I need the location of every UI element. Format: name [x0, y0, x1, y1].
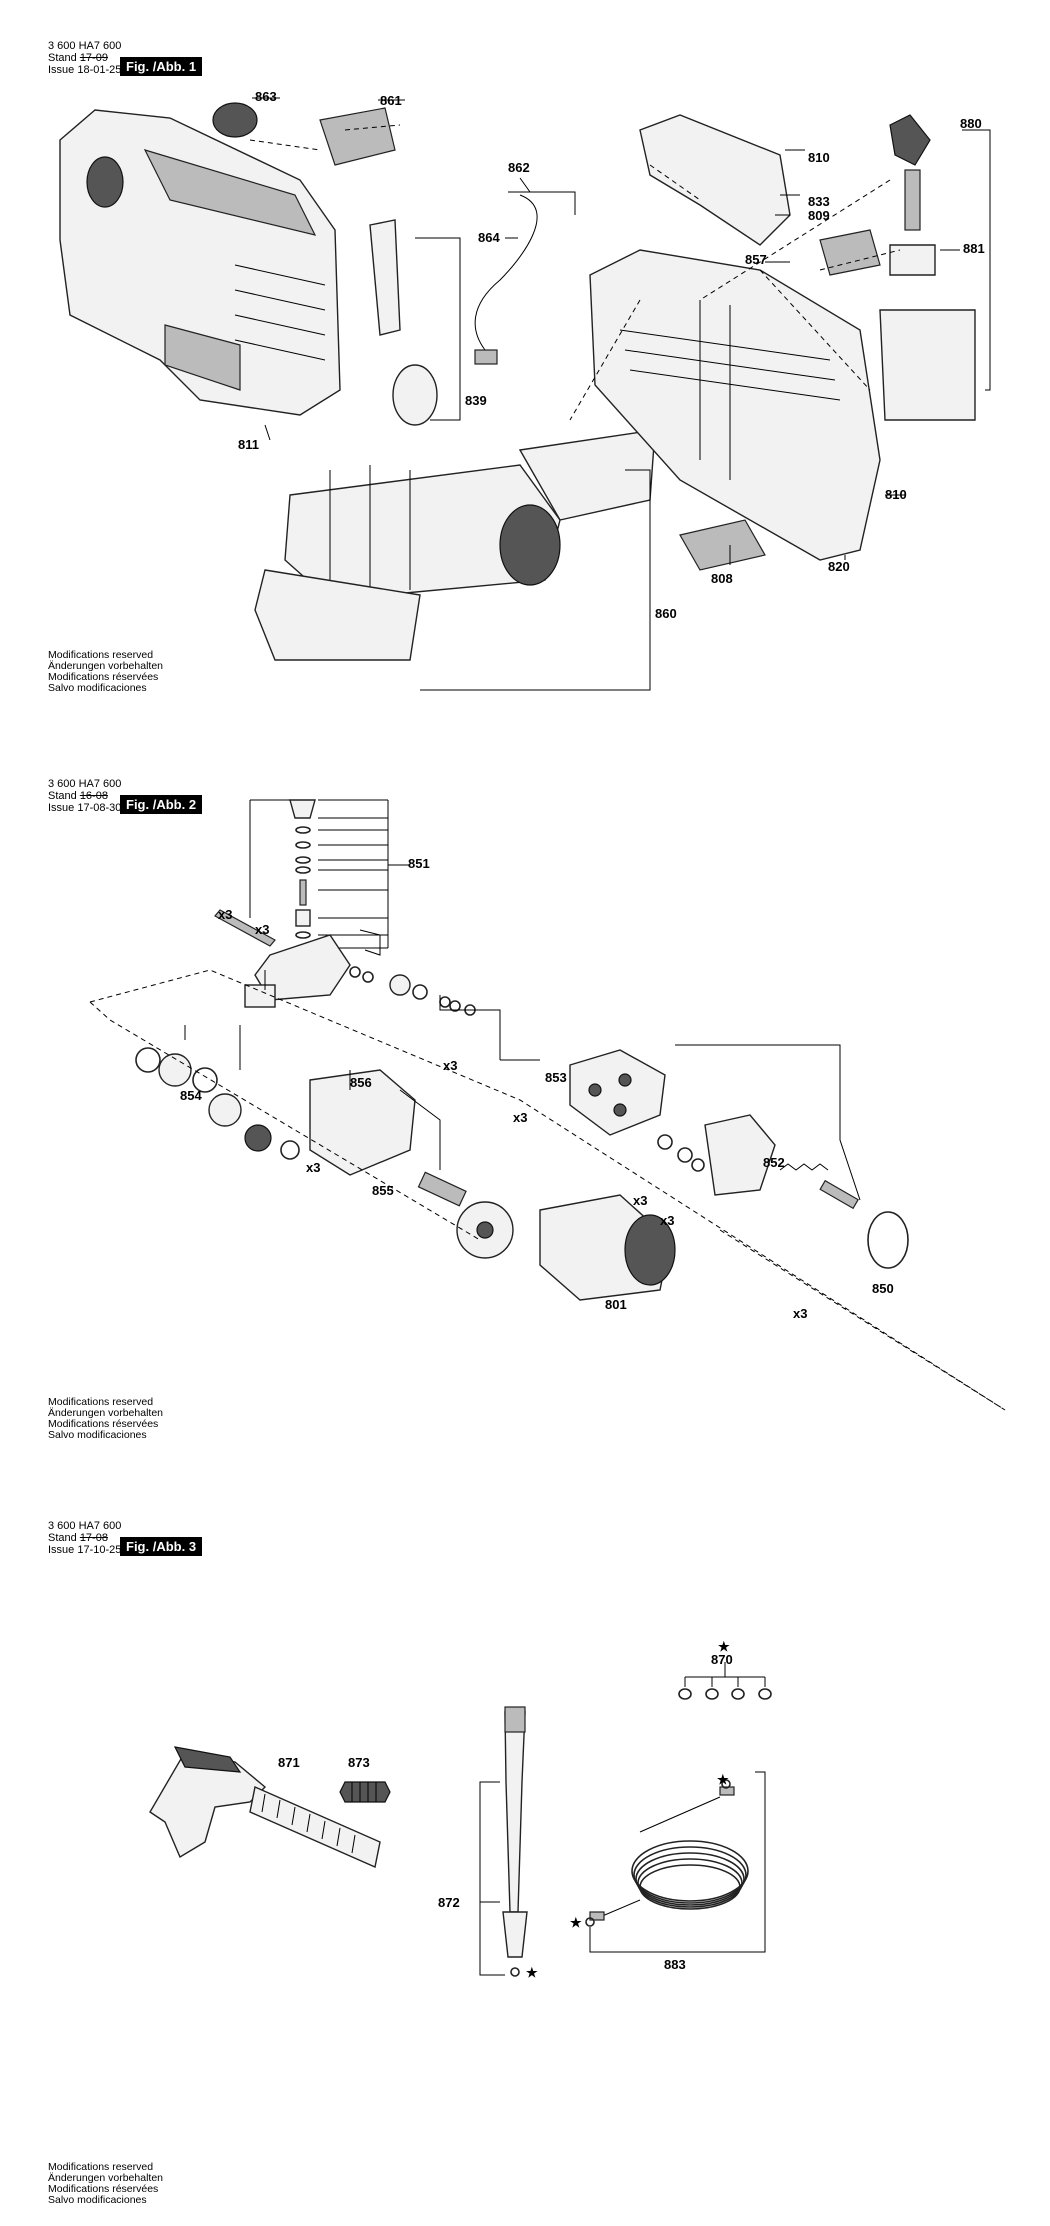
star-mark: ★ [718, 1639, 730, 1654]
figure-label: Fig. /Abb. 2 [120, 795, 203, 814]
part-label: 833 [808, 194, 830, 209]
part-label: 809 [808, 208, 830, 223]
issue-value: 17-08-30 [77, 802, 122, 814]
stand-label: Stand [48, 52, 77, 64]
part-label: 860 [655, 606, 677, 621]
part-label: 871 [278, 1755, 300, 1770]
quantity-multiplier: x3 [306, 1160, 321, 1175]
sheet-header: 3 600 HA7 600 Stand 16-08 Issue 17-08-30 [48, 778, 121, 814]
part-label: 852 [763, 1155, 785, 1170]
star-mark: ★ [717, 1772, 729, 1787]
part-label: 857 [745, 252, 767, 267]
quantity-multiplier: x3 [513, 1110, 528, 1125]
issue-value: 17-10-25 [77, 1544, 122, 1556]
doc-number: 3 600 HA7 600 [48, 778, 122, 790]
sheet-3: 3 600 HA7 600 Stand 17-08 Issue 17-10-25… [0, 1512, 1050, 2226]
part-label: 862 [508, 160, 530, 175]
part-label: 863 [255, 89, 277, 104]
quantity-multiplier: x3 [443, 1058, 458, 1073]
modifications-note: Modifications reserved Änderungen vorbeh… [48, 2161, 164, 2206]
part-label: 808 [711, 571, 733, 586]
part-label: 801 [605, 1297, 627, 1312]
exploded-view-3 [149, 1662, 772, 1977]
part-label: 853 [545, 1070, 567, 1085]
star-mark: ★ [570, 1915, 582, 1930]
issue-value: 18-01-25 [77, 64, 122, 76]
sheet-2: 3 600 HA7 600 Stand 16-08 Issue 17-08-30… [0, 770, 1050, 1470]
star-mark: ★ [526, 1965, 538, 1980]
part-label: 855 [372, 1183, 394, 1198]
part-label: 873 [348, 1755, 370, 1770]
quantity-multiplier: x3 [633, 1193, 648, 1208]
doc-number: 3 600 HA7 600 [48, 40, 122, 52]
doc-number: 3 600 HA7 600 [48, 1520, 122, 1532]
part-label: 854 [180, 1088, 202, 1103]
issue-label: Issue [48, 64, 75, 76]
part-label: 880 [960, 116, 982, 131]
quantity-multiplier: x3 [793, 1306, 808, 1321]
modifications-note: Modifications reserved Änderungen vorbeh… [48, 1396, 164, 1441]
part-label: 856 [350, 1075, 372, 1090]
sheet-header: 3 600 HA7 600 Stand 17-08 Issue 17-10-25 [48, 1520, 121, 1556]
exploded-view-2 [89, 799, 1006, 1411]
stand-value: 17-08 [79, 1532, 108, 1544]
issue-label: Issue [48, 1544, 75, 1556]
sheet-header: 3 600 HA7 600 Stand 17-09 Issue 18-01-25 [48, 40, 121, 76]
part-label: 839 [465, 393, 487, 408]
quantity-multiplier: x3 [218, 907, 233, 922]
part-label: 810 [808, 150, 830, 165]
part-label: 881 [963, 241, 985, 256]
quantity-multiplier: x3 [255, 922, 270, 937]
issue-label: Issue [48, 802, 75, 814]
part-label: 810 [885, 487, 907, 502]
figure-label: Fig. /Abb. 1 [120, 57, 203, 76]
part-label: 864 [478, 230, 500, 245]
part-label: 850 [872, 1281, 894, 1296]
stand-label: Stand [48, 1532, 77, 1544]
part-label: 883 [664, 1957, 686, 1972]
part-label: 872 [438, 1895, 460, 1910]
sheet-1: 3 600 HA7 600 Stand 17-09 Issue 18-01-25… [0, 0, 1050, 720]
part-label: 861 [380, 93, 402, 108]
exploded-view-1 [59, 97, 991, 691]
part-label: 811 [238, 437, 259, 452]
stand-value: 17-09 [79, 52, 108, 64]
part-label: 820 [828, 559, 850, 574]
part-label: 851 [408, 856, 430, 871]
quantity-multiplier: x3 [660, 1213, 675, 1228]
part-label: 870 [711, 1652, 733, 1667]
stand-label: Stand [48, 790, 77, 802]
modifications-note: Modifications reserved Änderungen vorbeh… [48, 649, 164, 694]
stand-value: 16-08 [79, 790, 108, 802]
figure-label: Fig. /Abb. 3 [120, 1537, 203, 1556]
